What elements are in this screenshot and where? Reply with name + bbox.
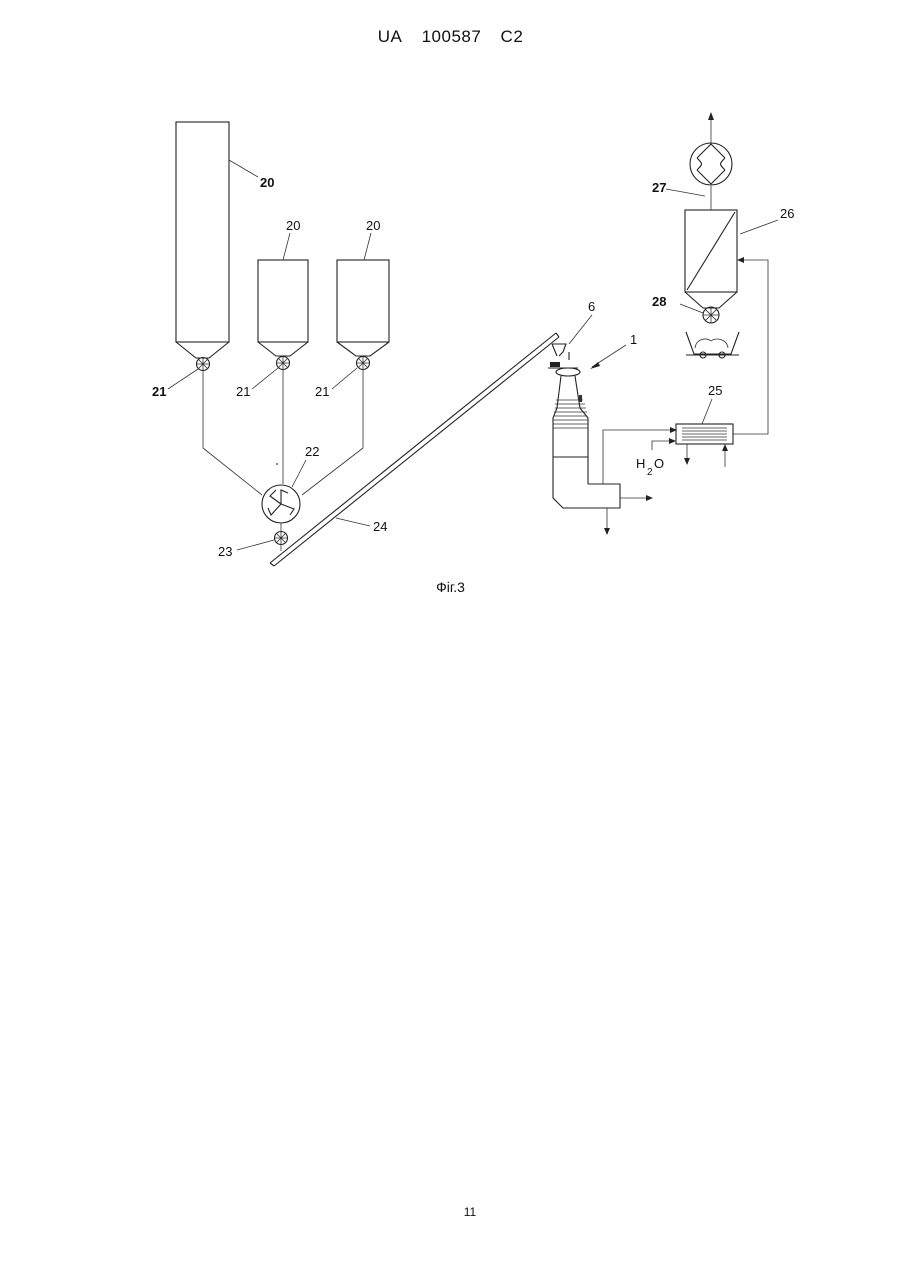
mixer-icon bbox=[262, 485, 300, 523]
figure-caption: Фіг.3 bbox=[0, 579, 901, 595]
label-silo-right: 20 bbox=[366, 218, 380, 233]
wagon-icon bbox=[686, 332, 739, 358]
bag-filter bbox=[685, 210, 737, 308]
star-feeder-2-icon bbox=[277, 357, 290, 370]
label-furnace: 1 bbox=[630, 332, 637, 347]
silo-large bbox=[176, 122, 229, 358]
furnace bbox=[548, 362, 620, 508]
label-mixer: 22 bbox=[305, 444, 319, 459]
label-feeder-2: 21 bbox=[236, 384, 250, 399]
label-water-h: H bbox=[636, 456, 645, 471]
discharge-feeder-icon bbox=[703, 307, 719, 323]
gas-cooler bbox=[676, 424, 733, 444]
silo-middle bbox=[258, 260, 308, 356]
exhaust-fan-icon bbox=[690, 143, 732, 185]
label-water-o: O bbox=[654, 456, 664, 471]
label-cooler: 25 bbox=[708, 383, 722, 398]
label-filter: 26 bbox=[780, 206, 794, 221]
silo-right bbox=[337, 260, 389, 356]
label-feeder-3: 21 bbox=[315, 384, 329, 399]
label-fan: 27 bbox=[652, 180, 666, 195]
label-silo-large: 20 bbox=[260, 175, 274, 190]
label-silo-middle: 20 bbox=[286, 218, 300, 233]
star-feeder-3-icon bbox=[357, 357, 370, 370]
star-feeder-1-icon bbox=[197, 358, 210, 371]
star-feeder-main-icon bbox=[275, 532, 288, 545]
label-conveyor: 24 bbox=[373, 519, 387, 534]
page-number: 11 bbox=[0, 1205, 901, 1219]
label-hopper: 6 bbox=[588, 299, 595, 314]
label-water-sub: 2 bbox=[647, 467, 653, 478]
label-feeder-main: 23 bbox=[218, 544, 232, 559]
label-feeder-1: 21 bbox=[152, 384, 166, 399]
label-discharge-feeder: 28 bbox=[652, 294, 666, 309]
label-water: H 2 O bbox=[636, 456, 664, 478]
process-diagram: 20 20 20 21 21 21 22 23 24 6 1 25 26 27 … bbox=[0, 0, 901, 600]
feed-hopper bbox=[552, 344, 569, 360]
